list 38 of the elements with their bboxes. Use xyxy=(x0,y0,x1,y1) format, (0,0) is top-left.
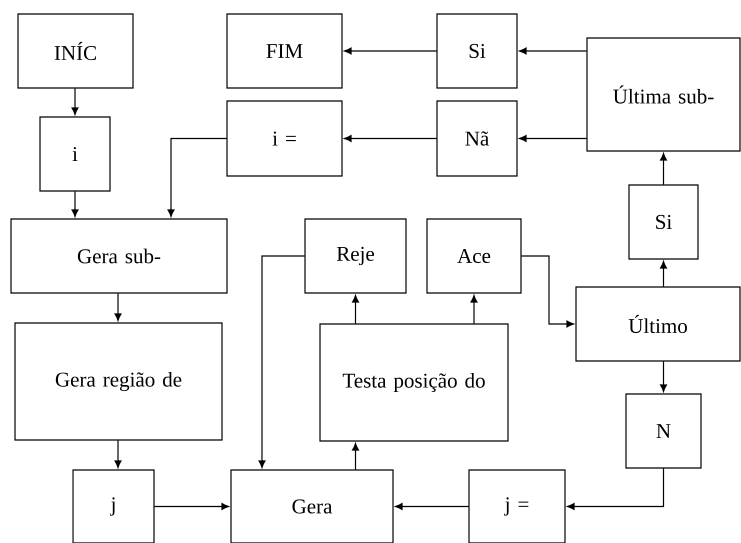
arrow xyxy=(660,153,667,184)
process-box: Reje xyxy=(304,218,407,294)
process-box: Última sub- xyxy=(586,37,741,152)
process-box: Último xyxy=(575,286,741,362)
arrow xyxy=(660,362,667,392)
arrow xyxy=(395,503,468,510)
arrow xyxy=(519,48,586,54)
arrow xyxy=(72,192,78,217)
process-box: i = xyxy=(226,100,343,177)
process-box: Si xyxy=(628,184,699,260)
process-box: Ace xyxy=(426,218,522,294)
arrow xyxy=(519,135,586,142)
process-box: j = xyxy=(468,469,566,543)
process-box: N xyxy=(625,393,702,469)
arrow xyxy=(154,503,229,510)
arrow xyxy=(344,48,436,54)
process-box: j xyxy=(72,469,155,543)
arrow xyxy=(352,295,359,324)
arrow xyxy=(258,255,304,468)
process-box: INÍC xyxy=(17,13,134,89)
arrow xyxy=(567,468,664,510)
process-box: FIM xyxy=(226,13,343,89)
arrow xyxy=(114,294,122,321)
arrow xyxy=(72,88,78,115)
arrow xyxy=(522,255,574,328)
arrow xyxy=(352,443,359,470)
arrow xyxy=(344,135,436,142)
arrow xyxy=(470,295,478,324)
arrow xyxy=(168,138,226,217)
arrow xyxy=(660,261,667,286)
process-box: Testa posição do xyxy=(319,323,509,442)
process-box: Nã xyxy=(436,100,518,177)
process-box: Gera sub- xyxy=(10,218,228,294)
process-box: Si xyxy=(436,13,518,89)
process-box: Gera xyxy=(230,469,394,543)
arrow xyxy=(114,440,122,468)
process-box: i xyxy=(39,116,111,192)
process-box: Gera região de xyxy=(14,322,223,441)
